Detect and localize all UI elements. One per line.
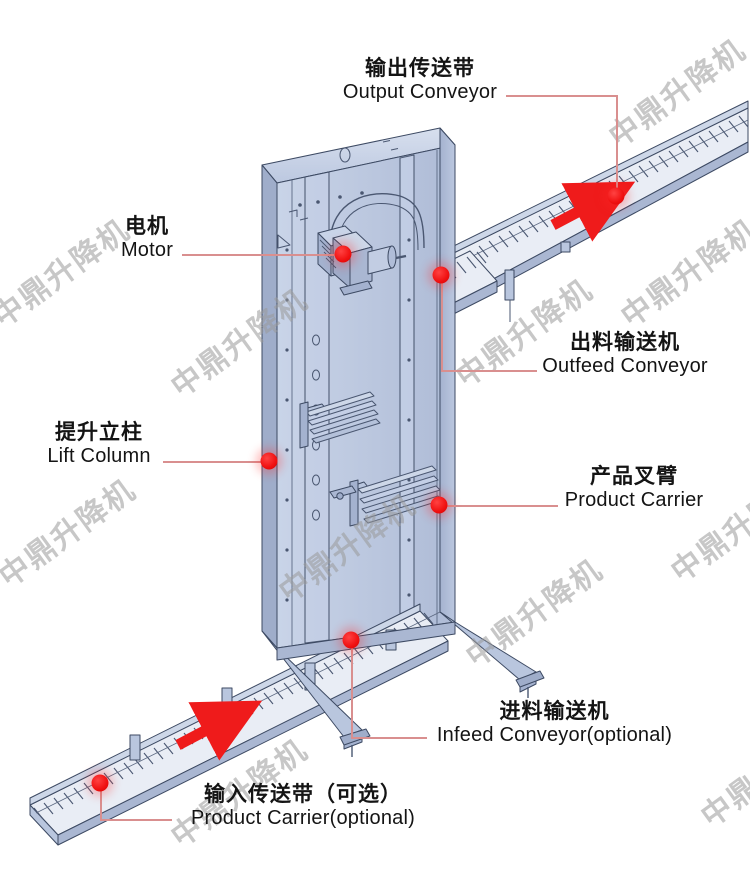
marker-motor[interactable]: [334, 245, 352, 263]
marker-lift-column[interactable]: [260, 452, 278, 470]
marker-infeed-conveyor[interactable]: [342, 631, 360, 649]
callout-lift-column-en: Lift Column: [47, 444, 151, 467]
callout-motor-cn: 电机: [125, 214, 169, 238]
leader-input-belt: [100, 819, 172, 821]
callout-input-belt-en: Product Carrier(optional): [191, 806, 415, 829]
marker-output-conveyor[interactable]: [607, 187, 625, 205]
leader-product-carrier: [439, 505, 558, 507]
arrow-output-flow: [550, 181, 636, 242]
marker-input-belt[interactable]: [91, 774, 109, 792]
leader-lift-column: [163, 461, 269, 463]
base-frame-graphic: [261, 611, 545, 757]
lift-column-graphic: [261, 127, 456, 649]
callout-infeed-conveyor-en: Infeed Conveyor(optional): [436, 723, 673, 746]
callout-output-conveyor-en: Output Conveyor: [342, 80, 498, 103]
callout-motor: 电机 Motor: [112, 214, 182, 262]
callout-input-belt-cn: 输入传送带（可选）: [204, 782, 402, 806]
callout-lift-column-cn: 提升立柱: [55, 420, 143, 444]
callout-output-conveyor: 输出传送带 Output Conveyor: [334, 56, 506, 104]
product-carrier-upper-graphic: [299, 391, 381, 449]
callout-product-carrier-en: Product Carrier: [564, 488, 704, 511]
callout-outfeed-conveyor-en: Outfeed Conveyor: [542, 354, 708, 377]
callout-input-belt: 输入传送带（可选） Product Carrier(optional): [172, 782, 434, 830]
arrow-infeed-flow: [175, 700, 263, 761]
leader-input-belt: [100, 783, 102, 819]
callout-outfeed-conveyor-cn: 出料输送机: [570, 330, 680, 354]
callout-infeed-conveyor-cn: 进料输送机: [499, 699, 610, 723]
callout-motor-en: Motor: [120, 238, 174, 261]
product-carrier-graphic: [329, 465, 443, 527]
leader-outfeed-conveyor: [441, 370, 537, 372]
callout-outfeed-conveyor: 出料输送机 Outfeed Conveyor: [537, 330, 713, 378]
marker-outfeed-conveyor[interactable]: [432, 266, 450, 284]
leader-infeed-conveyor: [351, 640, 353, 737]
callout-product-carrier: 产品叉臂 Product Carrier: [558, 464, 710, 512]
leader-outfeed-conveyor: [441, 275, 443, 370]
callout-product-carrier-cn: 产品叉臂: [590, 464, 678, 488]
callout-lift-column: 提升立柱 Lift Column: [35, 420, 163, 468]
leader-output-conveyor: [506, 95, 618, 97]
callout-output-conveyor-cn: 输出传送带: [365, 56, 475, 80]
callout-infeed-conveyor: 进料输送机 Infeed Conveyor(optional): [427, 699, 682, 747]
leader-infeed-conveyor: [351, 737, 427, 739]
marker-product-carrier[interactable]: [430, 496, 448, 514]
leader-motor: [182, 254, 343, 256]
leader-output-conveyor: [616, 95, 618, 196]
